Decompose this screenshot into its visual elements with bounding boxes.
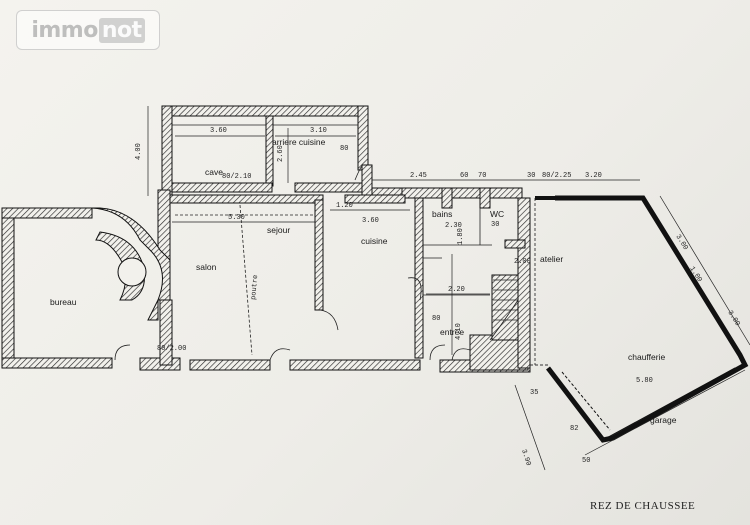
dim-300b: 3.00	[725, 309, 741, 327]
dim-80b: 80	[432, 315, 440, 323]
dim-cave-width: 3.60	[210, 127, 227, 135]
dim-bains-width: 2.30	[445, 222, 462, 230]
dim-80-210: 80/2.10	[222, 173, 251, 181]
dim-cuisine-width: 3.60	[362, 217, 379, 225]
room-cuisine: cuisine	[361, 236, 388, 246]
room-garage: garage	[650, 415, 677, 425]
dim-390: 3.90	[519, 448, 532, 466]
room-bains: bains	[432, 209, 452, 219]
watermark-part1: immo	[31, 17, 98, 43]
room-bureau: bureau	[50, 297, 77, 307]
room-chaufferie: chaufferie	[628, 352, 665, 362]
interior-lines	[114, 124, 519, 361]
room-sejour: sejour	[267, 225, 290, 235]
dim-wc-width: 30	[491, 221, 499, 229]
dim-35: 35	[530, 389, 538, 397]
dim-50: 50	[582, 457, 590, 465]
dim-410: 4.10	[455, 323, 463, 340]
dim-245: 2.45	[410, 172, 427, 180]
room-cave: cave	[205, 167, 223, 177]
poutre-label: poutre	[250, 274, 260, 300]
dim-82: 82	[570, 425, 578, 433]
dim-arriere-width: 3.10	[310, 127, 327, 135]
dim-320: 3.20	[585, 172, 602, 180]
dim-30: 30	[527, 172, 535, 180]
atelier-boundary	[530, 198, 548, 366]
dim-chaufferie-width: 5.80	[636, 377, 653, 385]
room-salon: salon	[196, 262, 217, 272]
dim-sejour-width: 5.30	[228, 214, 245, 222]
chaufferie-walls	[535, 195, 749, 443]
dim-200: 2.00	[514, 258, 531, 266]
dim-120: 1.20	[336, 202, 353, 210]
dim-cave-height: 2.60	[277, 145, 285, 162]
plan-caption: REZ DE CHAUSSEE	[590, 500, 696, 512]
dim-70: 70	[478, 172, 486, 180]
dim-height-left: 4.00	[135, 143, 143, 160]
dim-180: 1.80	[457, 228, 465, 245]
dim-entree-width: 2.20	[448, 286, 465, 294]
room-arriere-cuisine: arriere cuisine	[272, 137, 326, 147]
watermark-part2: not	[98, 17, 145, 43]
room-wc: WC	[490, 209, 504, 219]
dimension-lines	[147, 106, 750, 471]
dim-80-200: 80/2.00	[157, 345, 186, 353]
dim-60: 60	[460, 172, 468, 180]
room-entree: entree	[440, 327, 464, 337]
dim-80-225: 80/2.25	[542, 172, 571, 180]
dim-80: 80	[340, 145, 348, 153]
room-atelier: atelier	[540, 254, 563, 264]
walls	[1, 105, 531, 373]
